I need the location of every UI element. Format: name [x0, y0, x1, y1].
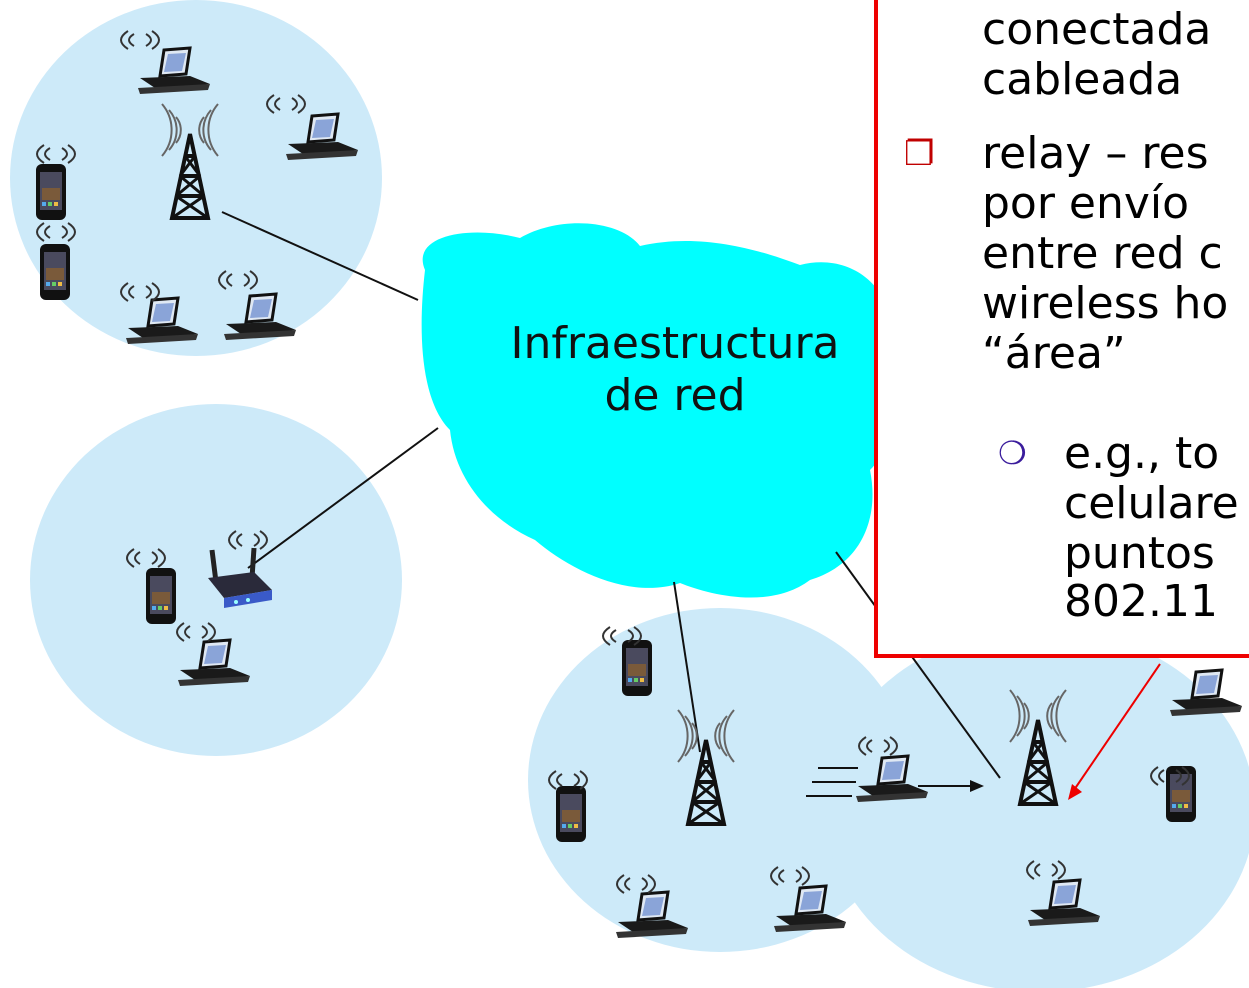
- base-station-text-box: conectada cableada ❐ relay – res por env…: [874, 0, 1249, 658]
- smartphone-icon: [146, 568, 176, 624]
- motion-lines: [806, 767, 858, 797]
- sub-bullet-text-line: e.g., to: [1064, 428, 1220, 479]
- move-arrow-head: [970, 780, 984, 792]
- cloud-label-line2: de red: [604, 370, 746, 421]
- smartphone-icon: [40, 244, 70, 300]
- link-cloud-tower-top-left: [221, 211, 419, 301]
- bullet-square-icon: ❐: [904, 134, 935, 174]
- link-cloud-router: [247, 427, 439, 569]
- bullet-text-line: “área”: [982, 328, 1126, 379]
- smartphone-icon: [556, 786, 586, 842]
- cloud-label-line1: Infraestructura: [510, 318, 840, 369]
- bullet-text-line: relay – res: [982, 128, 1209, 179]
- network-infrastructure-cloud: [421, 223, 901, 598]
- wifi-router-icon: [208, 547, 272, 608]
- bullet-text-line: entre red c: [982, 228, 1223, 279]
- smartphone-icon: [622, 640, 652, 696]
- bullet-text-line: por envío: [982, 178, 1190, 229]
- smartphone-icon: [36, 164, 66, 220]
- sub-bullet-text-line: 802.11: [1064, 576, 1218, 627]
- text-line: cableada: [982, 54, 1183, 105]
- text-line: conectada: [982, 4, 1212, 55]
- pointer-arrow: [1073, 663, 1161, 791]
- coverage-area-bottom-right: [825, 628, 1249, 988]
- cloud-label: Infraestructura de red: [470, 318, 880, 422]
- pointer-arrow-head: [1068, 784, 1082, 800]
- sub-bullet-text-line: celulare: [1064, 478, 1239, 529]
- bullet-text-line: wireless ho: [982, 278, 1229, 329]
- link-cloud-tower-bottom-right: [835, 551, 1001, 779]
- bullet-circle-icon: ❍: [998, 434, 1027, 472]
- sub-bullet-text-line: puntos: [1064, 528, 1215, 579]
- link-cloud-tower-bottom-center: [673, 581, 701, 753]
